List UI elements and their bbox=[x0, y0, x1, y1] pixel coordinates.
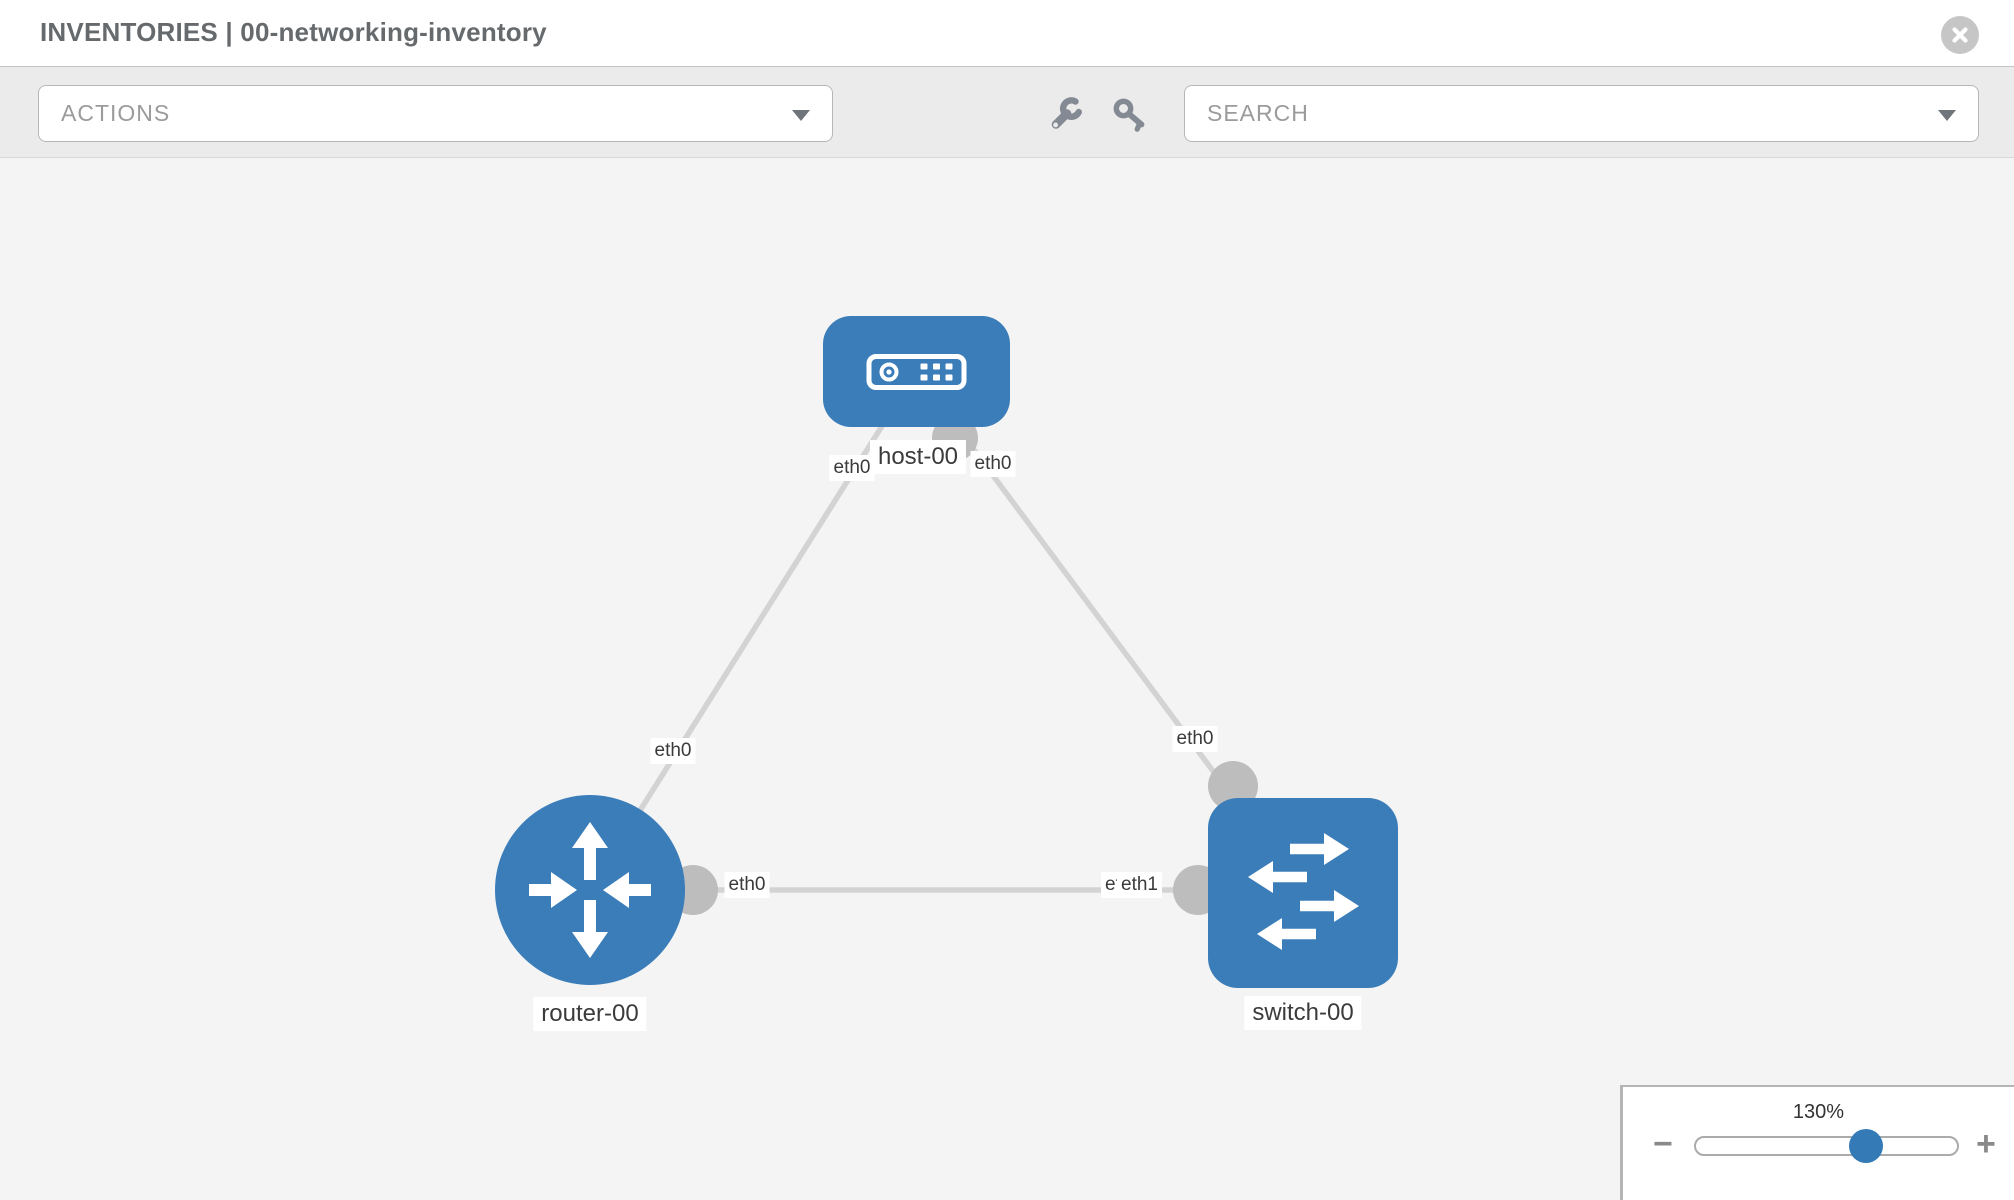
chevron-down-icon bbox=[792, 110, 810, 121]
interface-label-router-switch-switchside: eth1 bbox=[1117, 872, 1162, 898]
interface-label-host-switch-switchside: eth0 bbox=[1172, 726, 1218, 752]
node-label-router: router-00 bbox=[533, 997, 647, 1031]
close-button[interactable] bbox=[1941, 16, 1979, 54]
interface-label-host-router-routerside: eth0 bbox=[650, 738, 696, 764]
zoom-in-button[interactable]: + bbox=[1976, 1125, 1996, 1163]
node-label-switch: switch-00 bbox=[1244, 996, 1362, 1030]
zoom-slider-knob[interactable] bbox=[1849, 1129, 1883, 1163]
topology-svg bbox=[495, 316, 1398, 988]
node-router[interactable] bbox=[495, 795, 685, 985]
search-placeholder: SEARCH bbox=[1207, 100, 1309, 126]
node-label-host: host-00 bbox=[869, 440, 967, 474]
zoom-out-button[interactable]: − bbox=[1653, 1125, 1673, 1163]
interface-label-host-router-hostside: eth0 bbox=[829, 455, 875, 481]
wrench-icon[interactable] bbox=[1045, 97, 1085, 133]
toolbar: ACTIONS SEARCH bbox=[0, 66, 2014, 158]
actions-dropdown[interactable]: ACTIONS bbox=[38, 85, 833, 142]
zoom-slider-track[interactable] bbox=[1694, 1136, 1959, 1156]
chevron-down-icon bbox=[1938, 110, 1956, 121]
zoom-level-value: 130% bbox=[1792, 1101, 1845, 1123]
search-dropdown[interactable]: SEARCH bbox=[1184, 85, 1979, 142]
server-icon bbox=[866, 354, 967, 390]
page-title: INVENTORIES | 00-networking-inventory bbox=[40, 17, 547, 47]
interface-label-router-switch-routerside: eth0 bbox=[724, 872, 770, 898]
topology-canvas[interactable]: host-00 router-00 switch-00 eth0 eth0 et… bbox=[0, 158, 2014, 1200]
close-icon bbox=[1952, 27, 1968, 43]
router-arrows-icon bbox=[529, 822, 651, 958]
key-icon[interactable] bbox=[1110, 97, 1150, 133]
zoom-panel: 130% − + bbox=[1620, 1085, 2014, 1200]
actions-dropdown-label: ACTIONS bbox=[61, 100, 171, 126]
switch-arrows-icon bbox=[1248, 833, 1359, 950]
node-switch[interactable] bbox=[1208, 798, 1398, 988]
node-host[interactable] bbox=[823, 316, 1010, 427]
header: INVENTORIES | 00-networking-inventory bbox=[0, 0, 2014, 66]
interface-label-host-switch-hostside: eth0 bbox=[970, 451, 1016, 477]
